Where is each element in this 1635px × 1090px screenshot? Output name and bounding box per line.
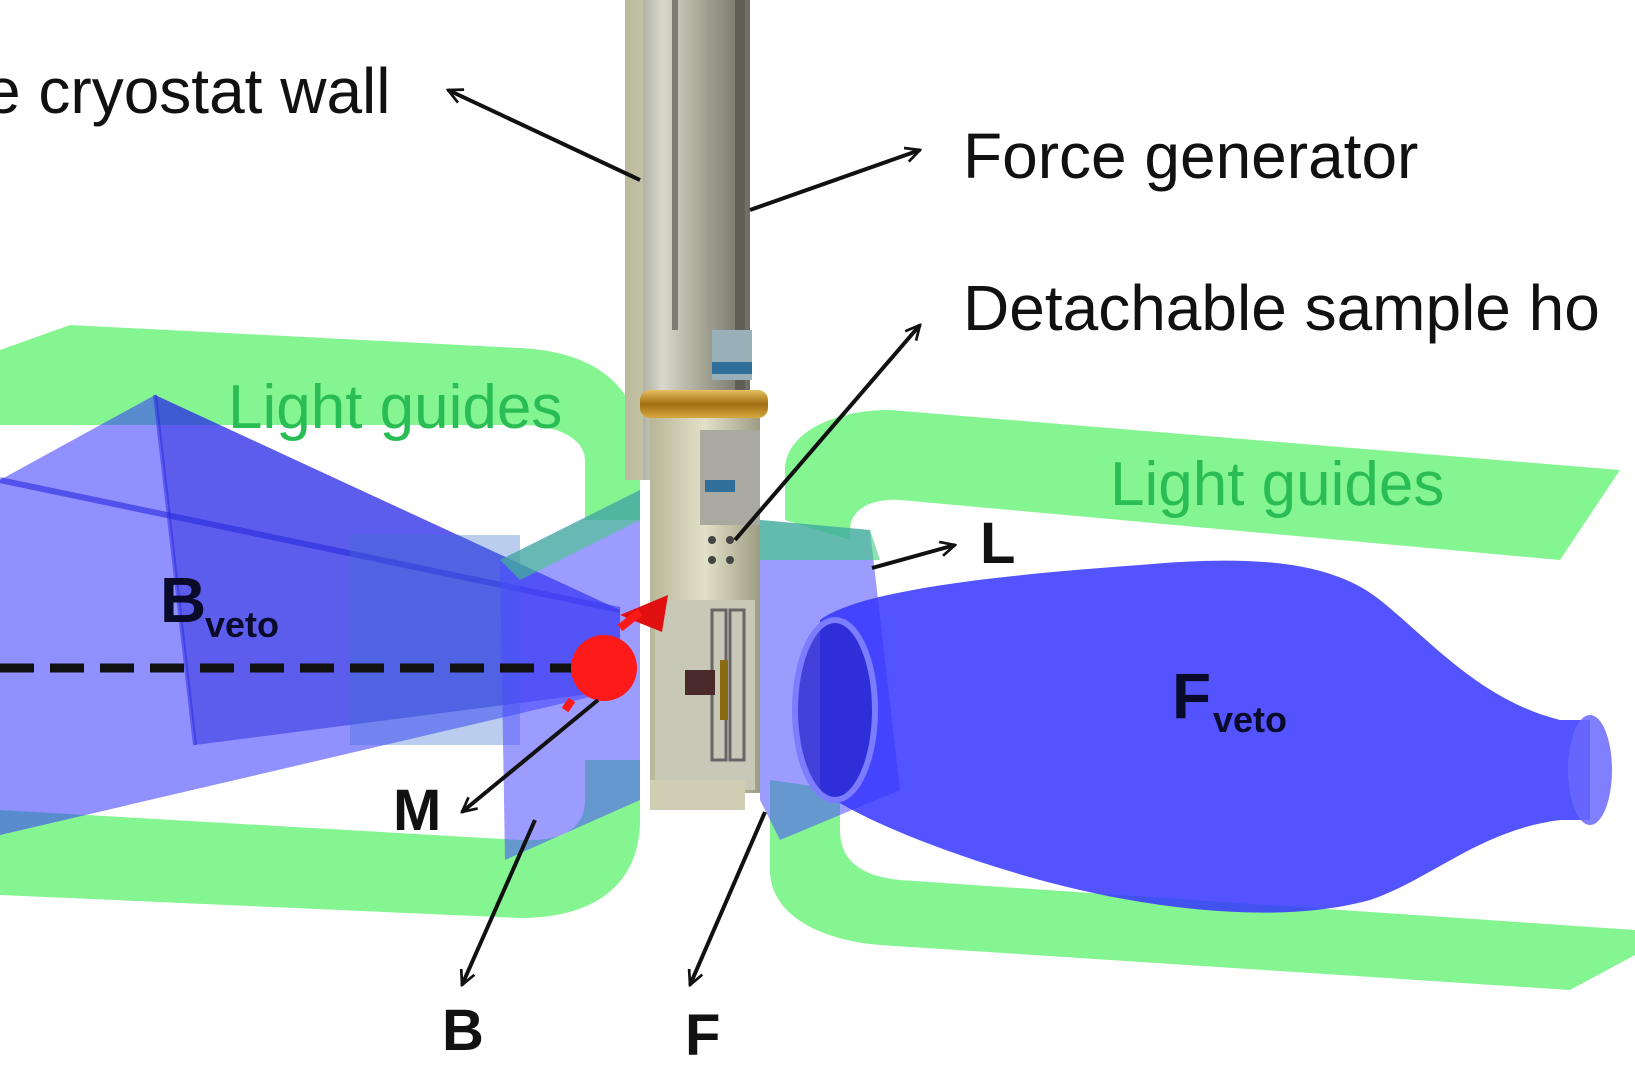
label-f: F	[685, 1003, 720, 1068]
label-b-veto: B veto	[160, 564, 279, 645]
m-detector-plate	[500, 490, 640, 860]
label-f-veto-main: F	[1172, 660, 1211, 732]
left-light-guide-upper	[0, 325, 640, 520]
label-b-veto-main: B	[160, 564, 206, 636]
label-cryostat-wall: e cryostat wall	[0, 55, 390, 127]
label-b: B	[442, 998, 484, 1063]
label-f-veto: F veto	[1172, 660, 1287, 740]
label-m: M	[393, 778, 441, 843]
left-light-guide-lower	[0, 760, 640, 918]
right-light-guide-upper	[785, 410, 1620, 560]
detachable-sample-holder	[650, 418, 760, 810]
label-sample-holder: Detachable sample ho	[963, 272, 1600, 344]
label-light-guides-right: Light guides	[1110, 450, 1444, 519]
label-f-veto-sub: veto	[1213, 699, 1287, 740]
f-veto-detector	[792, 560, 1612, 913]
label-force-generator: Force generator	[963, 120, 1418, 192]
label-l: L	[980, 511, 1015, 576]
label-b-veto-sub: veto	[205, 604, 279, 645]
label-light-guides-left: Light guides	[228, 373, 562, 442]
gold-ring	[640, 390, 768, 418]
pointer-arrows	[448, 88, 955, 985]
target-sample	[561, 595, 668, 713]
right-light-guide-lower	[770, 780, 1635, 990]
